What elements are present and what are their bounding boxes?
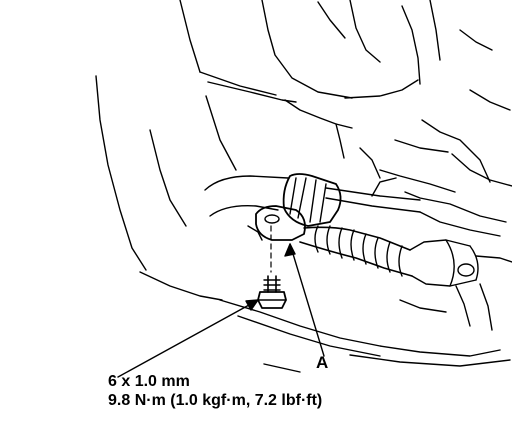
bolt-icon [257, 275, 287, 309]
right-mechanism [399, 211, 501, 331]
leader-arrow-spec [117, 299, 259, 378]
left-body-lines [95, 75, 511, 373]
hose-clamp [282, 173, 342, 227]
fastener-size-label: 6 x 1.0 mm [108, 373, 190, 390]
corrugated-boot [299, 225, 512, 287]
engine-housing-lines [179, 0, 512, 223]
torque-spec-block: 6 x 1.0 mm 9.8 N·m (1.0 kgf·m, 7.2 lbf·f… [108, 372, 322, 410]
mounting-bracket [247, 205, 306, 241]
part-label-a: A [316, 353, 329, 372]
torque-spec-label: 9.8 N·m (1.0 kgf·m, 7.2 lbf·ft) [108, 392, 323, 409]
tube-lines [204, 175, 421, 217]
leader-arrow-a [284, 243, 325, 357]
